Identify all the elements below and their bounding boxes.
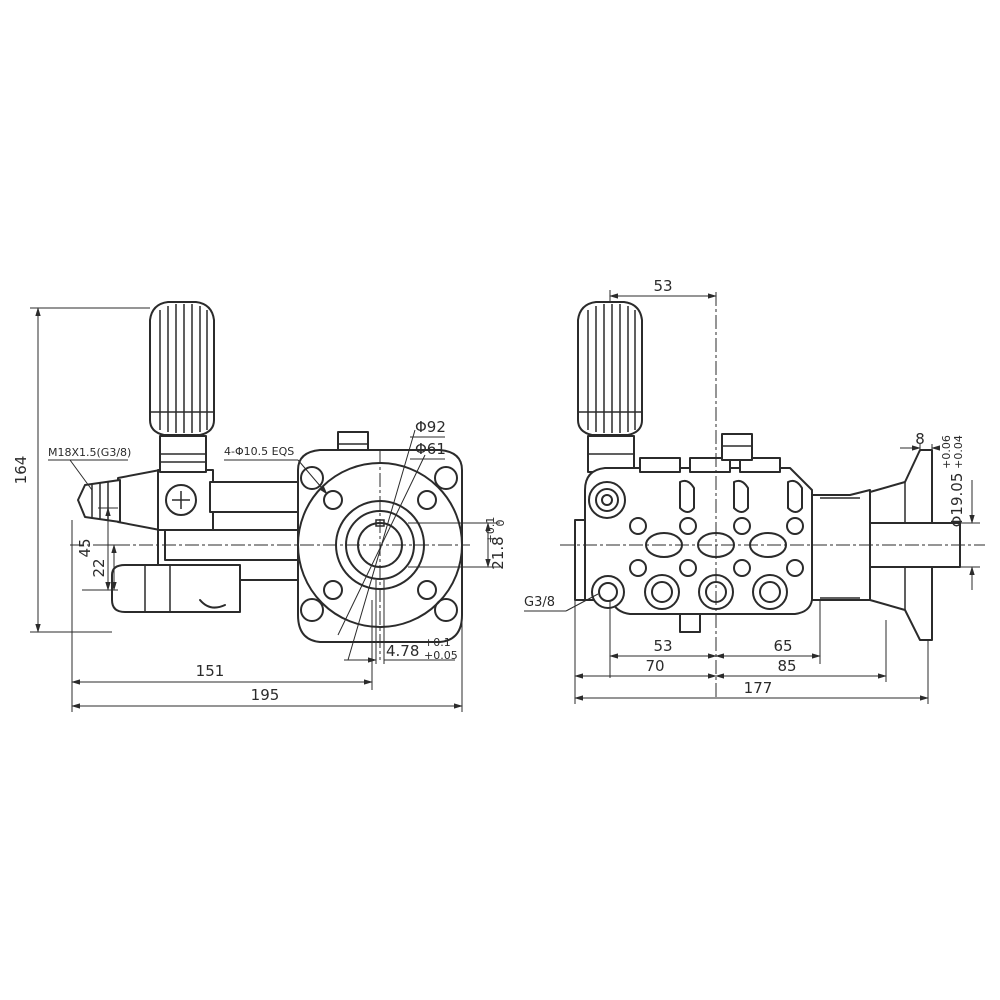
dim-shaft-dia: Φ19.05 — [948, 473, 966, 528]
dim-shaft-8: 8 — [915, 430, 925, 448]
dim-inlet-thread: M18X1.5(G3/8) — [48, 446, 131, 459]
dim-21-8-tol-lower: 0 — [494, 520, 507, 527]
dim-bottom-177: 177 — [744, 679, 773, 697]
dim-195: 195 — [251, 686, 280, 704]
dim-bottom-53: 53 — [653, 637, 672, 655]
dim-21-8: 21.8 — [489, 536, 507, 569]
left-dimensions: 164 M18X1.5(G3/8) 45 22 151 195 4-Φ10.5 … — [12, 307, 507, 712]
dim-4-78: 4.78 — [386, 642, 419, 660]
dim-bottom-65: 65 — [773, 637, 792, 655]
dim-shaft-tol-upper: +0.06 — [940, 435, 953, 469]
inlet-nut — [77, 479, 121, 523]
left-view — [70, 301, 470, 661]
dim-4-78-tol-upper: +0.1 — [424, 636, 451, 649]
dim-dia-92: Φ92 — [415, 418, 446, 436]
dim-164: 164 — [12, 456, 30, 485]
dim-bottom-70: 70 — [645, 657, 664, 675]
dim-4-78-tol-lower: +0.05 — [424, 649, 458, 662]
dim-shaft-tol-lower: +0.04 — [952, 435, 965, 469]
bypass-pipe — [111, 564, 241, 613]
bolt-hole — [417, 490, 437, 510]
dim-151: 151 — [196, 662, 225, 680]
dim-dia-61: Φ61 — [415, 440, 446, 458]
pressure-knob — [149, 301, 215, 436]
dim-21-8-tol-upper: +0.1 — [484, 517, 497, 544]
dim-outlet-thread: G3/8 — [524, 595, 555, 610]
inlet-fitting — [117, 469, 161, 531]
bolt-hole — [323, 490, 343, 510]
right-view — [560, 292, 985, 700]
dim-bolt-holes: 4-Φ10.5 EQS — [224, 445, 294, 458]
right-dimensions: 53 8 Φ19.05 +0.06 +0.04 G3/8 53 65 70 85 — [524, 277, 980, 704]
dim-45: 45 — [76, 538, 94, 557]
dim-22: 22 — [90, 558, 108, 577]
dim-bottom-85: 85 — [777, 657, 796, 675]
dim-top-53: 53 — [653, 277, 672, 295]
bolt-hole — [417, 580, 437, 600]
pressure-knob-right — [577, 301, 643, 436]
bolt-hole — [323, 580, 343, 600]
